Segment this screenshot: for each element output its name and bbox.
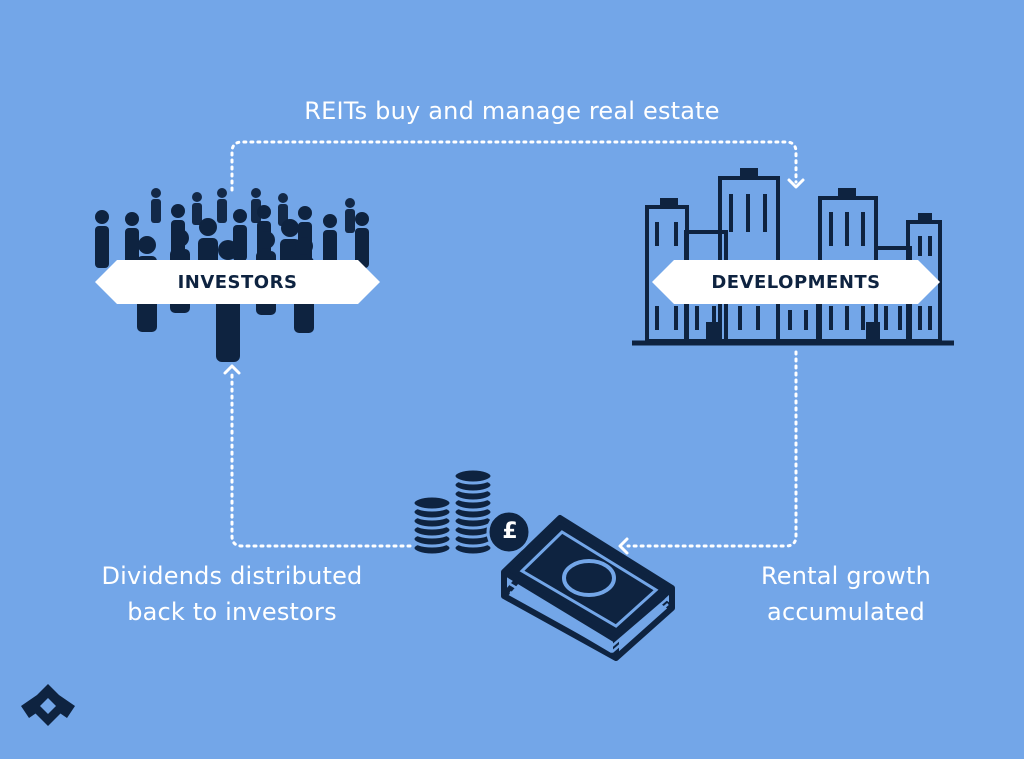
arrow-coins-to-investors (230, 372, 412, 548)
top-caption-text: REITs buy and manage real estate (304, 97, 720, 125)
pound-symbol: £ (502, 519, 518, 544)
developments-label: DEVELOPMENTS (711, 271, 881, 293)
rental-caption: Rental growth accumulated (712, 558, 980, 630)
dividends-caption-line-1: Dividends distributed (101, 562, 363, 590)
investors-label: INVESTORS (177, 271, 298, 293)
investors-banner: INVESTORS (95, 260, 380, 304)
developments-banner: DEVELOPMENTS (652, 260, 940, 304)
dividends-caption: Dividends distributed back to investors (62, 558, 402, 630)
rental-caption-line-2: accumulated (767, 598, 925, 626)
arrowhead-left (618, 537, 629, 555)
arrowhead-up (223, 364, 241, 375)
dividends-caption-line-2: back to investors (127, 598, 337, 626)
coin-stack-icon (411, 467, 494, 557)
arrow-developments-to-cash (626, 350, 798, 548)
rental-caption-line-1: Rental growth (760, 562, 932, 590)
arrow-investors-to-developments (230, 140, 798, 192)
pound-coin-icon (486, 509, 532, 555)
top-caption: REITs buy and manage real estate (212, 93, 812, 129)
buildings-icon (632, 168, 954, 346)
arrowhead-down (787, 178, 805, 189)
brand-logo-icon (21, 684, 75, 726)
cash-stack-icon (501, 515, 675, 661)
